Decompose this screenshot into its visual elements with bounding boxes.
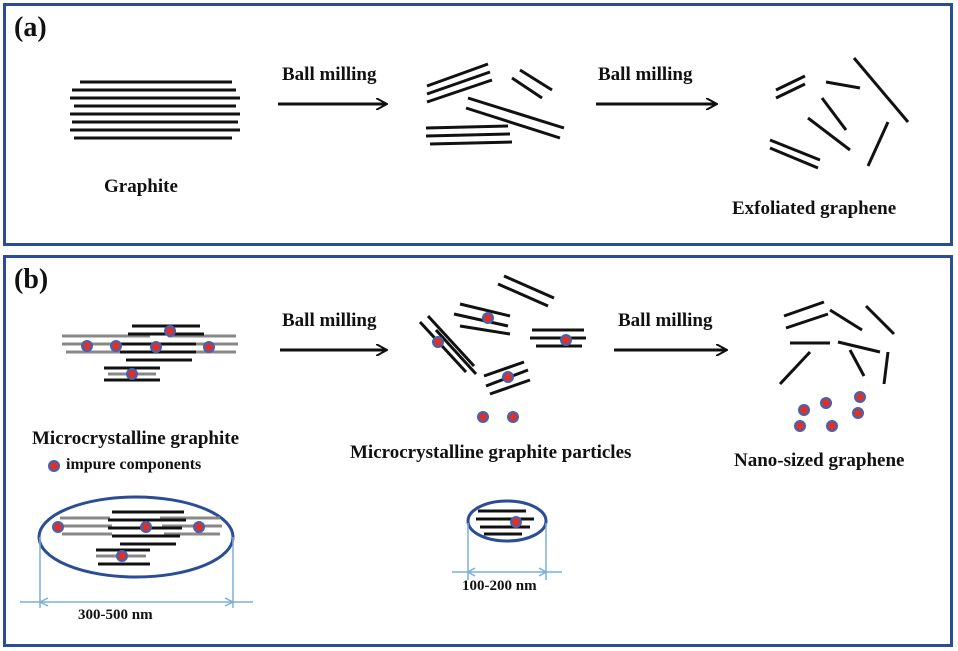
size-small-label: 100-200 nm <box>462 578 537 594</box>
microcrystalline-graphite <box>62 324 238 382</box>
milled-fragments <box>425 62 565 146</box>
graphite-label: Graphite <box>104 176 178 197</box>
small-particle-detail <box>452 499 562 580</box>
microcrystalline-graphite-label: Microcrystalline graphite <box>32 428 240 449</box>
size-large-label: 300-500 nm <box>78 607 153 623</box>
ball-milling-label-a1: Ball milling <box>282 64 377 85</box>
nano-sized-graphene-label: Nano-sized graphene <box>734 450 905 471</box>
nano-graphene <box>778 300 896 432</box>
graphite-stack <box>70 80 240 140</box>
panel-a-tag: (a) <box>14 12 47 43</box>
panel-a <box>3 3 953 246</box>
ball-milling-label-a2: Ball milling <box>598 64 693 85</box>
ball-milling-label-b2: Ball milling <box>618 310 713 331</box>
panel-b-tag: (b) <box>14 264 49 295</box>
graphite-particles <box>418 274 586 423</box>
impurity-legend-icon <box>48 460 60 472</box>
exfoliated-graphene-label: Exfoliated graphene <box>732 198 897 219</box>
graphite-particles-label: Microcrystalline graphite particles <box>350 442 632 463</box>
exfoliated-sheets <box>769 57 910 170</box>
large-particle-detail <box>20 495 253 608</box>
ball-milling-label-b1: Ball milling <box>282 310 377 331</box>
impure-components-label: impure components <box>66 456 202 473</box>
